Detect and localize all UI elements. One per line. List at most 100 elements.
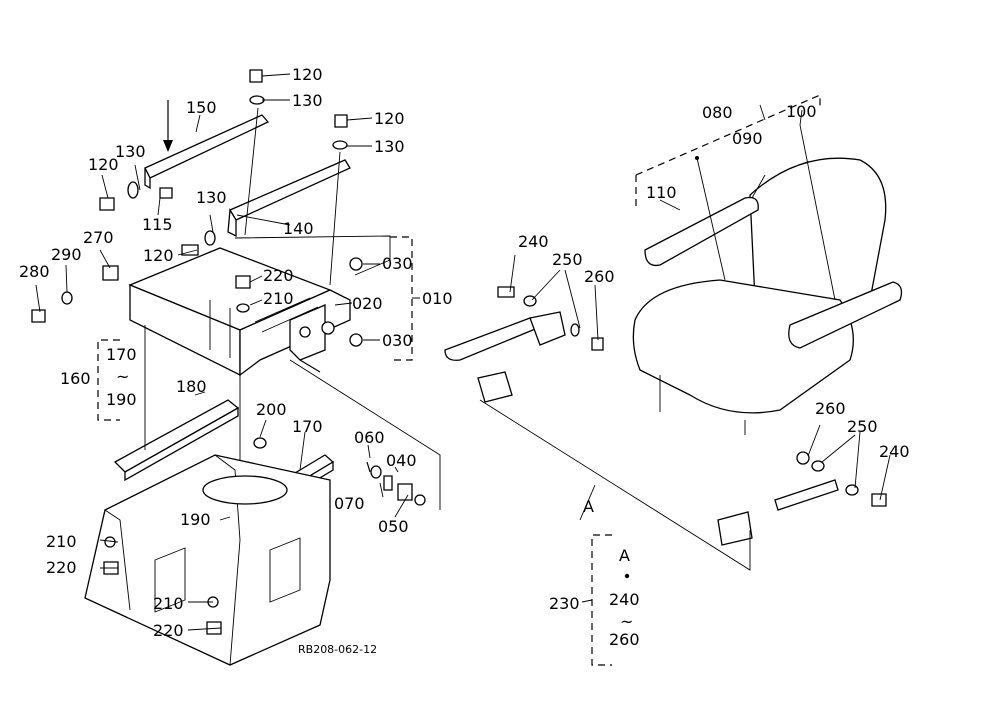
part-labels: 120 130 150 120 130 130 120 115 130 140 … [19, 65, 910, 656]
label-190-range: 190 [106, 390, 137, 409]
washer-050 [414, 494, 426, 506]
label-130-mid: 130 [196, 188, 227, 207]
armrest-110-left [644, 196, 759, 267]
range-tilde-2: ~ [620, 612, 633, 631]
label-220-left: 220 [46, 558, 77, 577]
body-opening [202, 475, 288, 505]
label-130: 130 [292, 91, 323, 110]
washer-130-left [127, 181, 139, 199]
label-120-right: 120 [374, 109, 405, 128]
body-contours [104, 454, 241, 666]
washer-130-right [332, 140, 348, 150]
bolt-240-right [871, 493, 887, 507]
label-020: 020 [352, 294, 383, 313]
label-170-range: 170 [106, 345, 137, 364]
label-010: 010 [422, 289, 453, 308]
washer-210-left [104, 536, 116, 548]
washer-210 [236, 303, 250, 313]
label-260: 260 [584, 267, 615, 286]
label-210-low: 210 [153, 594, 184, 613]
washer-060 [370, 465, 382, 479]
range-tilde-1: ~ [116, 367, 129, 386]
frame-pin [299, 359, 321, 373]
washer-250-right [811, 460, 825, 472]
bolt-120-top [249, 69, 263, 83]
bracket-hole [299, 326, 311, 338]
belt-strap-right [774, 479, 839, 511]
label-220: 220 [263, 266, 294, 285]
nut-270 [102, 265, 119, 281]
leader-lines-rails [244, 107, 341, 286]
seat-assembly [632, 124, 903, 435]
belt-buckle [477, 371, 513, 403]
seat-leaders [696, 124, 836, 301]
label-050: 050 [378, 517, 409, 536]
label-100: 100 [786, 102, 817, 121]
label-A-set: A [619, 546, 630, 565]
label-090: 090 [732, 129, 763, 148]
label-160: 160 [60, 369, 91, 388]
bolt-240-left [497, 286, 515, 298]
arrow-head [163, 140, 173, 152]
spacer-040 [383, 475, 393, 491]
label-180: 180 [176, 377, 207, 396]
label-280: 280 [19, 262, 50, 281]
label-A: A [583, 497, 594, 516]
rail-140 [229, 159, 351, 221]
slide-rail-180-side [124, 406, 239, 482]
frame-rear-edge [234, 235, 391, 276]
label-120: 120 [292, 65, 323, 84]
bolt-120-left [99, 197, 115, 211]
label-260-right: 260 [815, 399, 846, 418]
label-120-left: 120 [88, 155, 119, 174]
label-240-right: 240 [879, 442, 910, 461]
bracket-080 [635, 94, 821, 210]
label-250: 250 [552, 250, 583, 269]
bolt-120-right [334, 114, 348, 128]
body-shell [84, 454, 331, 666]
seat-cushion [632, 279, 854, 414]
rail-150-end [144, 167, 151, 190]
nut-220 [235, 275, 251, 289]
label-290: 290 [51, 245, 82, 264]
label-130-left: 130 [115, 142, 146, 161]
label-150: 150 [186, 98, 217, 117]
spacer-250-left [570, 323, 580, 337]
nut-115 [159, 187, 173, 199]
rails-assembly [144, 100, 351, 286]
bushing-030-top [349, 257, 363, 271]
label-040: 040 [386, 451, 417, 470]
nut-260-right [796, 451, 810, 465]
label-230: 230 [549, 594, 580, 613]
belt-retractor [529, 311, 566, 346]
label-190: 190 [180, 510, 211, 529]
dot-marker [624, 573, 630, 579]
label-060: 060 [354, 428, 385, 447]
label-leaders [35, 73, 891, 631]
belt-tongue [717, 511, 753, 546]
washer-200 [253, 437, 267, 449]
bracket-010 [390, 236, 413, 361]
label-140: 140 [283, 219, 314, 238]
tractor-body [84, 454, 331, 666]
nut-260-left [591, 337, 604, 351]
belt-leader-a [479, 399, 751, 571]
label-270: 270 [83, 228, 114, 247]
label-130-right: 130 [374, 137, 405, 156]
leader-A [579, 484, 596, 521]
seat-frame-assembly [128, 235, 391, 377]
label-210-left: 210 [46, 532, 77, 551]
label-250-right: 250 [847, 417, 878, 436]
label-080: 080 [702, 103, 733, 122]
label-260-set: 260 [609, 630, 640, 649]
label-030-bottom: 030 [382, 331, 413, 350]
label-210: 210 [263, 289, 294, 308]
label-240: 240 [518, 232, 549, 251]
label-200: 200 [256, 400, 287, 419]
frame-inner-lines [209, 300, 231, 358]
rail-150 [144, 114, 270, 179]
bushing-030 [321, 321, 335, 335]
washer-130-top [249, 95, 265, 105]
seat-studs [659, 375, 746, 435]
label-240-set: 240 [609, 590, 640, 609]
